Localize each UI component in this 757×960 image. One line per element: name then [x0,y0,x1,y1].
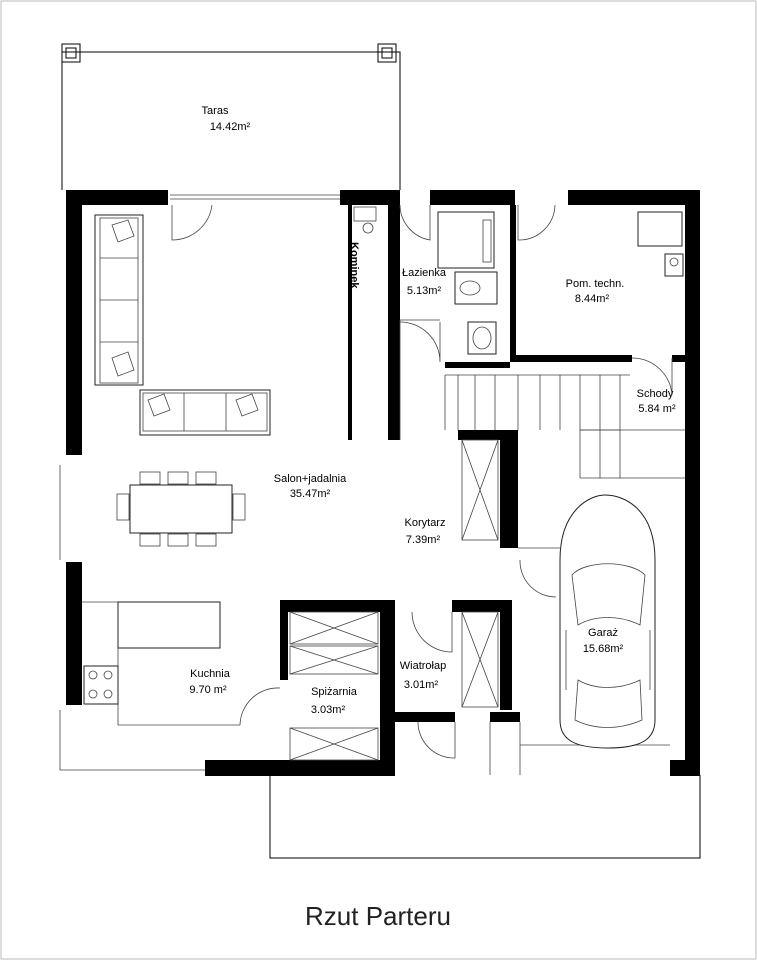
bathroom-fixtures [437,211,498,355]
room-name-spizarnia: Spiżarnia [311,686,358,698]
room-name-schody: Schody [637,388,674,400]
plan-title: Rzut Parteru [305,901,451,931]
room-labels: Taras 14.42m² Salon+jadalnia 35.47m² Łaz… [189,105,676,716]
car [559,494,656,749]
room-area-salon: 35.47m² [290,488,331,500]
room-name-korytarz: Korytarz [405,517,446,529]
room-name-kuchnia: Kuchnia [190,668,231,680]
tech-fixtures [637,211,684,277]
room-name-pom: Pom. techn. [566,278,625,290]
wardrobes [289,439,499,761]
room-area-taras: 14.42m² [210,121,251,133]
staircase [444,374,685,479]
room-area-wiatrolap: 3.01m² [404,679,439,691]
fireplace-label: Kominek [348,242,360,289]
kitchen-counter [83,601,221,705]
room-area-pom: 8.44m² [575,293,610,305]
doors [171,204,673,759]
dining-table [116,471,246,547]
room-area-spizarnia: 3.03m² [311,704,346,716]
room-name-garaz: Garaż [588,627,618,639]
room-area-schody: 5.84 m² [638,403,676,415]
room-area-garaz: 15.68m² [583,643,624,655]
room-area-kuchnia: 9.70 m² [189,684,227,696]
room-name-wiatrolap: Wiatrołap [400,660,446,672]
sofa [94,214,271,436]
exterior-lines [59,194,701,859]
room-name-salon: Salon+jadalnia [274,473,347,485]
room-area-lazienka: 5.13m² [407,285,442,297]
terrace [61,43,401,190]
room-area-korytarz: 7.39m² [406,534,441,546]
fireplace [353,206,377,234]
room-name-taras: Taras [202,105,229,117]
room-name-lazienka: Łazienka [402,267,447,279]
walls [66,190,700,776]
